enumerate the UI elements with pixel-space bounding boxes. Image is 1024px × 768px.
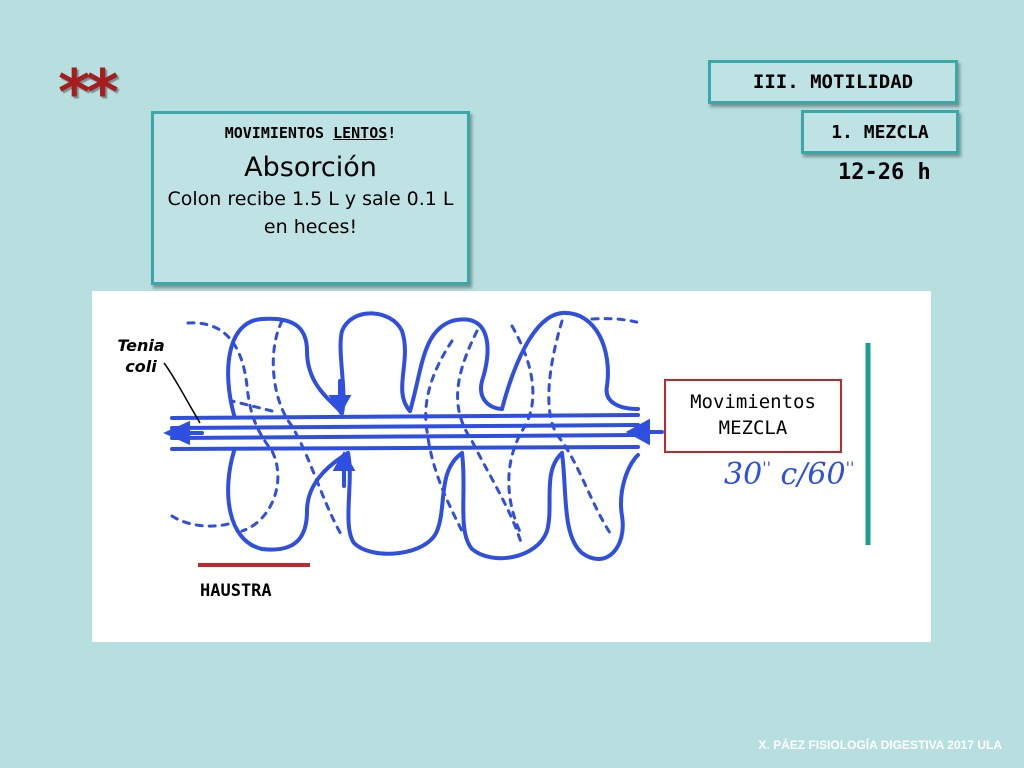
movements-label: MOVIMIENTOS LENTOS! xyxy=(154,124,467,142)
absorption-body: Colon recibe 1.5 L y sale 0.1 L en heces… xyxy=(167,188,454,238)
duration-label: 12-26 h xyxy=(838,160,931,185)
up-contraction-arrow-head xyxy=(332,450,356,471)
lower-haustrum-2 xyxy=(346,451,464,556)
info-box: MOVIMIENTOS LENTOS! Absorción Colon reci… xyxy=(151,111,470,285)
mixing-movements-box: Movimientos MEZCLA xyxy=(664,379,842,453)
mixing-arrows xyxy=(163,379,664,488)
lower-haustrum-4 xyxy=(560,451,640,561)
importance-stars: ** xyxy=(58,56,119,129)
movements-suffix: ! xyxy=(387,124,397,142)
lower-haustrum-3 xyxy=(460,451,564,561)
frequency-duration-unit: '' xyxy=(762,458,771,477)
frequency-annotation: 30'' c/60'' xyxy=(724,457,854,492)
tenia-coli-label: Tenia coli xyxy=(106,335,176,377)
upper-haustrum-2 xyxy=(338,311,412,415)
tenia-label-line1: Tenia xyxy=(117,336,165,355)
down-contraction-arrow-head xyxy=(328,395,352,416)
colon-diagram xyxy=(163,310,871,567)
mixing-label-line2: MEZCLA xyxy=(718,417,788,439)
section-title: III. MOTILIDAD xyxy=(708,60,958,104)
colon-diagram-panel: Tenia coli HAUSTRA Movimientos MEZCLA 30… xyxy=(92,291,931,642)
left-flow-arrow-head xyxy=(163,420,190,446)
subsection-title: 1. MEZCLA xyxy=(801,110,959,154)
upper-haustrum-4 xyxy=(500,310,640,411)
right-flow-arrow-head xyxy=(625,418,650,446)
haustra-label: HAUSTRA xyxy=(200,581,272,601)
frequency-duration: 30 xyxy=(724,457,763,492)
tube-top-inner xyxy=(170,423,640,430)
tenia-label-line2: coli xyxy=(125,357,157,376)
footer-credit: X. PÁEZ FISIOLOGÍA DIGESTIVA 2017 ULA xyxy=(758,738,1002,752)
movements-underlined: LENTOS xyxy=(333,124,388,142)
absorption-heading: Absorción xyxy=(244,152,377,183)
tube-bottom-outer xyxy=(170,445,640,451)
tube-top-outer xyxy=(170,413,640,420)
tenia-pointer-line xyxy=(163,362,201,424)
colon-haustra-outline xyxy=(170,310,640,561)
tube-bottom-inner xyxy=(170,433,640,440)
contraction-dashed-lines xyxy=(170,317,642,548)
mixing-label-line1: Movimientos xyxy=(690,391,816,413)
upper-haustrum-3 xyxy=(408,317,504,413)
movements-prefix: MOVIMIENTOS xyxy=(224,124,334,142)
frequency-period-unit: '' xyxy=(845,458,855,477)
lower-haustrum-1 xyxy=(226,449,350,552)
upper-haustrum-1 xyxy=(226,316,344,417)
frequency-period: c/60 xyxy=(770,457,846,492)
